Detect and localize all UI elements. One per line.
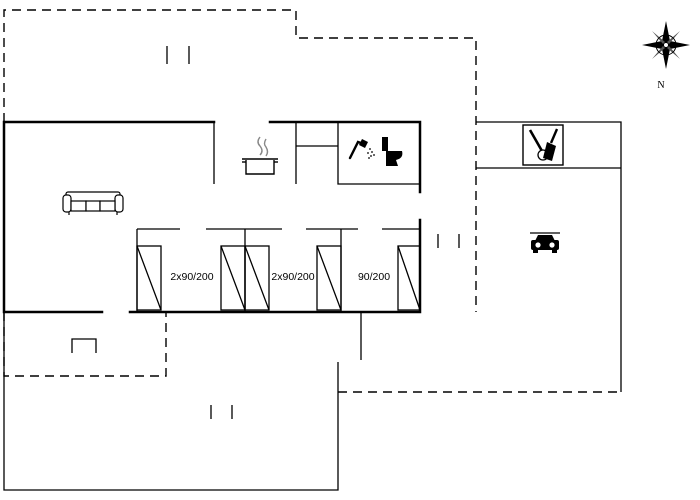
wardrobe	[136, 245, 162, 311]
wardrobes	[136, 245, 421, 311]
wardrobe	[316, 245, 342, 311]
annex-walls	[476, 121, 622, 392]
sofa-icon	[62, 191, 124, 215]
window-mark	[437, 234, 460, 248]
west-terrace-outline	[3, 312, 167, 377]
bed-label-bedroom-3: 90/200	[358, 271, 390, 283]
cooking-pot-icon	[242, 136, 278, 175]
outer-wall-west	[2, 120, 216, 314]
bed-label-bedroom-2: 2x90/200	[271, 271, 314, 283]
window-mark	[166, 46, 190, 64]
table-icon	[71, 338, 97, 353]
wardrobe	[244, 245, 270, 311]
house-walls	[2, 120, 422, 314]
wardrobe	[220, 245, 246, 311]
compass-north-label: N	[657, 80, 664, 91]
bed-label-bedroom-1: 2x90/200	[170, 271, 213, 283]
annex-outer-wall	[476, 121, 622, 392]
shower-toilet-icon	[348, 137, 403, 166]
bathroom-partitions	[295, 122, 420, 185]
compass-rose-icon	[642, 21, 690, 69]
car-icon	[530, 232, 560, 253]
lower-walls	[3, 312, 362, 491]
wardrobe	[397, 245, 421, 311]
cleaning-tools-icon	[522, 124, 564, 166]
outer-wall-south	[128, 218, 422, 314]
window-mark	[210, 405, 233, 419]
south-garden-outline	[3, 312, 339, 491]
north-terrace-outline	[3, 9, 477, 312]
window-marks	[166, 46, 460, 419]
outer-wall-north-east	[268, 120, 422, 194]
